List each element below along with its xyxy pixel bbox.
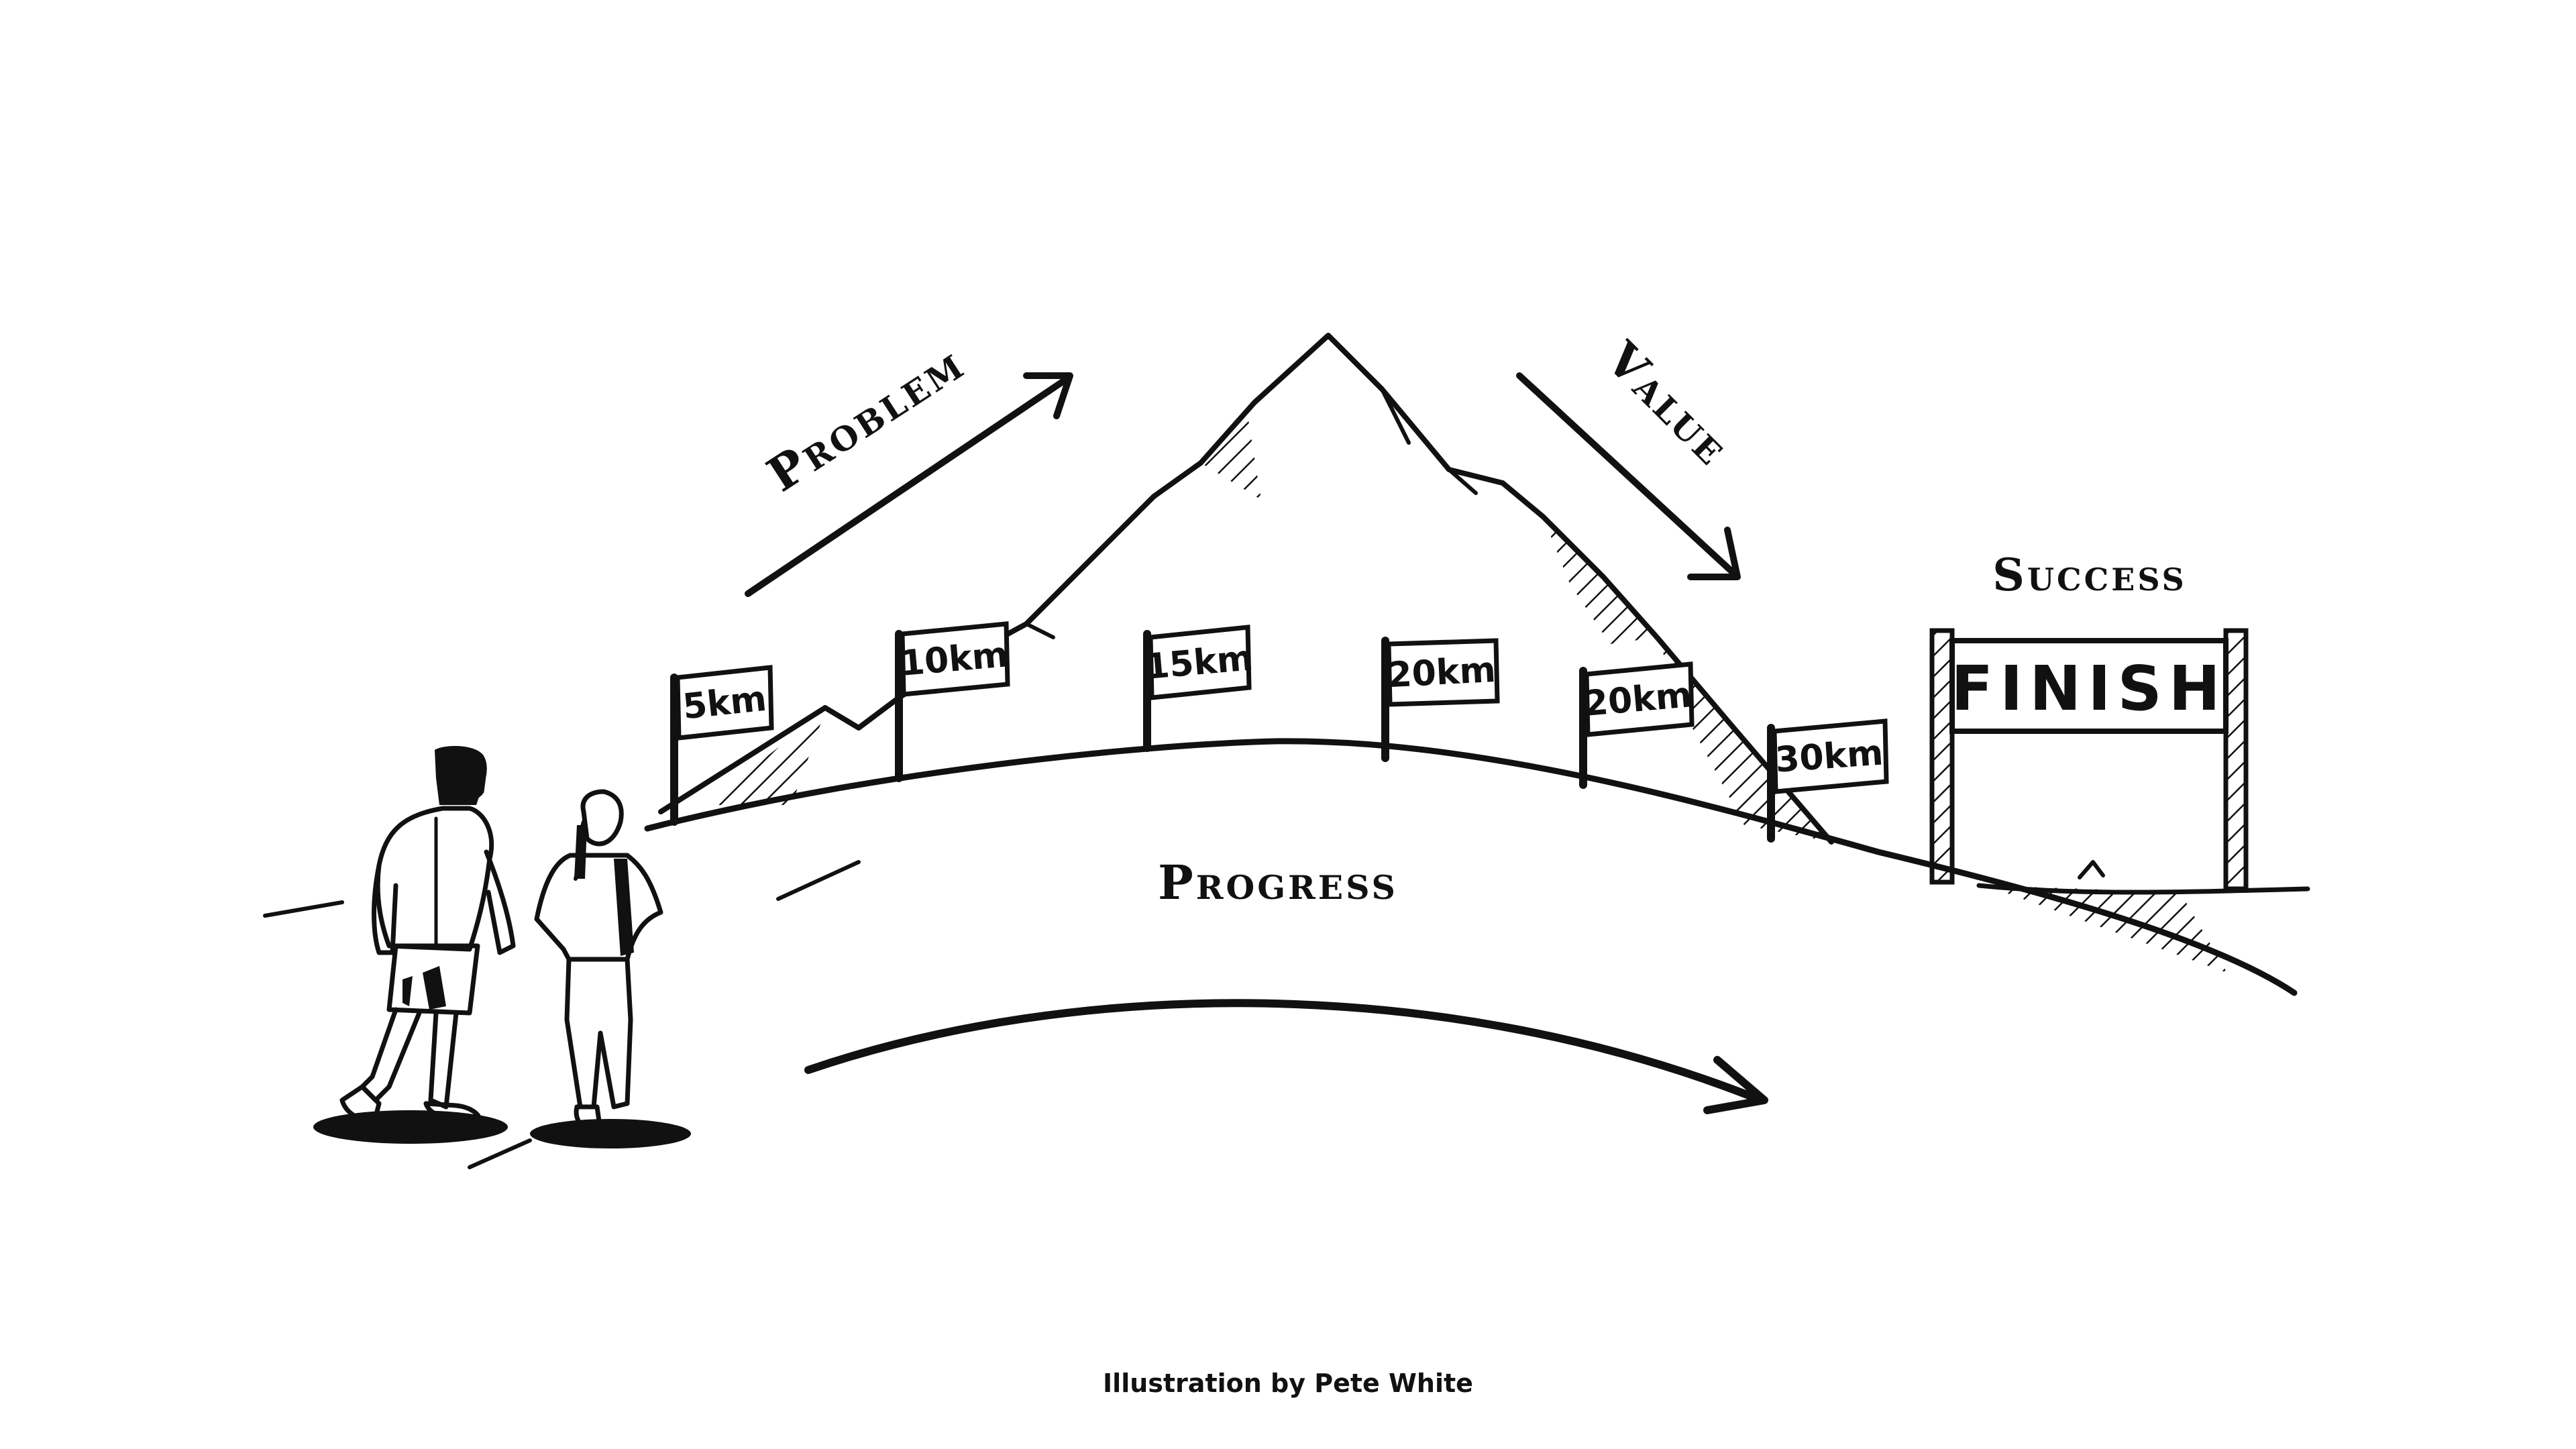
flag-6: 30km — [1767, 718, 1889, 843]
mountain — [658, 333, 1834, 845]
progress-label: Progress — [1158, 855, 1398, 910]
flag-label-4: 20km — [1387, 650, 1497, 696]
problem-arrow — [745, 372, 1073, 597]
flag-1: 5km — [670, 665, 774, 826]
flag-4: 20km — [1381, 637, 1500, 762]
hill — [263, 738, 2310, 1169]
flag-label-2: 10km — [899, 635, 1010, 684]
value-label: Value — [1595, 331, 1741, 477]
flag-3: 15km — [1143, 625, 1255, 752]
finish-sign: FINISH — [1929, 628, 2249, 892]
progress-arrow — [804, 999, 1768, 1114]
value-arrow — [1516, 372, 1741, 580]
woman-figure — [530, 789, 691, 1148]
flag-2: 10km — [895, 621, 1010, 782]
success-label: Success — [1992, 549, 2187, 601]
flag-label-1: 5km — [681, 679, 769, 728]
man-figure — [313, 746, 516, 1144]
flag-label-6: 30km — [1774, 733, 1884, 780]
flag-5: 20km — [1579, 661, 1695, 789]
flag-label-5: 20km — [1582, 675, 1694, 724]
finish-text: FINISH — [1951, 653, 2227, 724]
problem-label: Problem — [757, 335, 974, 502]
illustration-credit: Illustration by Pete White — [1103, 1368, 1473, 1398]
flag-label-3: 15km — [1144, 638, 1255, 688]
